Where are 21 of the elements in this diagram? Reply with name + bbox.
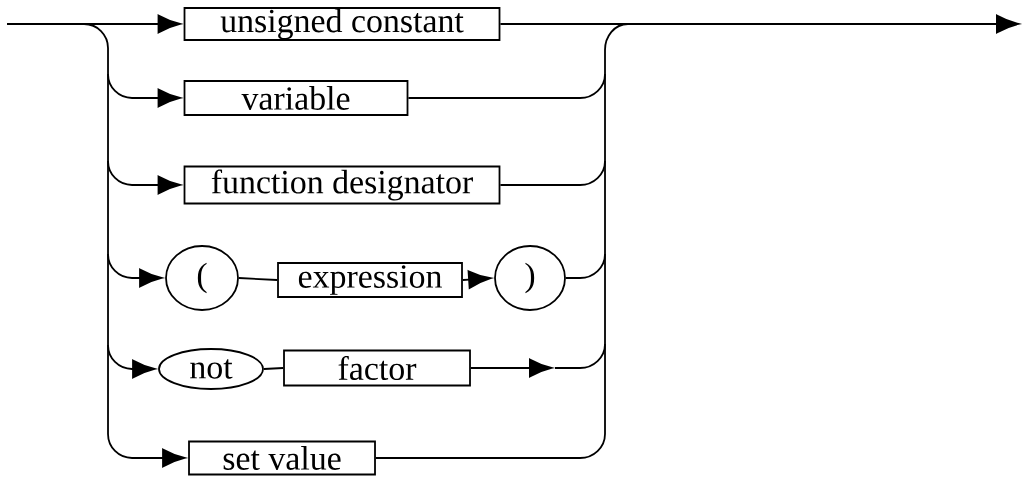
arrow <box>107 160 181 195</box>
arrow <box>107 433 186 468</box>
connector-line <box>263 367 284 370</box>
arrow <box>107 344 156 379</box>
connector-line <box>375 433 606 459</box>
arrow <box>107 253 163 288</box>
syntax-box: set value <box>188 440 376 476</box>
arrow <box>107 73 181 108</box>
connector-line <box>238 277 278 281</box>
arrow <box>462 270 492 289</box>
connector-line <box>565 253 606 279</box>
syntax-box: factor <box>283 349 471 387</box>
connector-line <box>407 73 606 99</box>
syntax-box: function designator <box>183 165 501 205</box>
arrow <box>470 358 553 378</box>
syntax-box: variable <box>183 80 409 116</box>
syntax-box: unsigned constant <box>183 7 501 41</box>
syntax-box: expression <box>277 262 463 298</box>
arrow <box>499 14 1020 34</box>
arrow <box>6 14 181 34</box>
connector-line <box>499 160 606 186</box>
